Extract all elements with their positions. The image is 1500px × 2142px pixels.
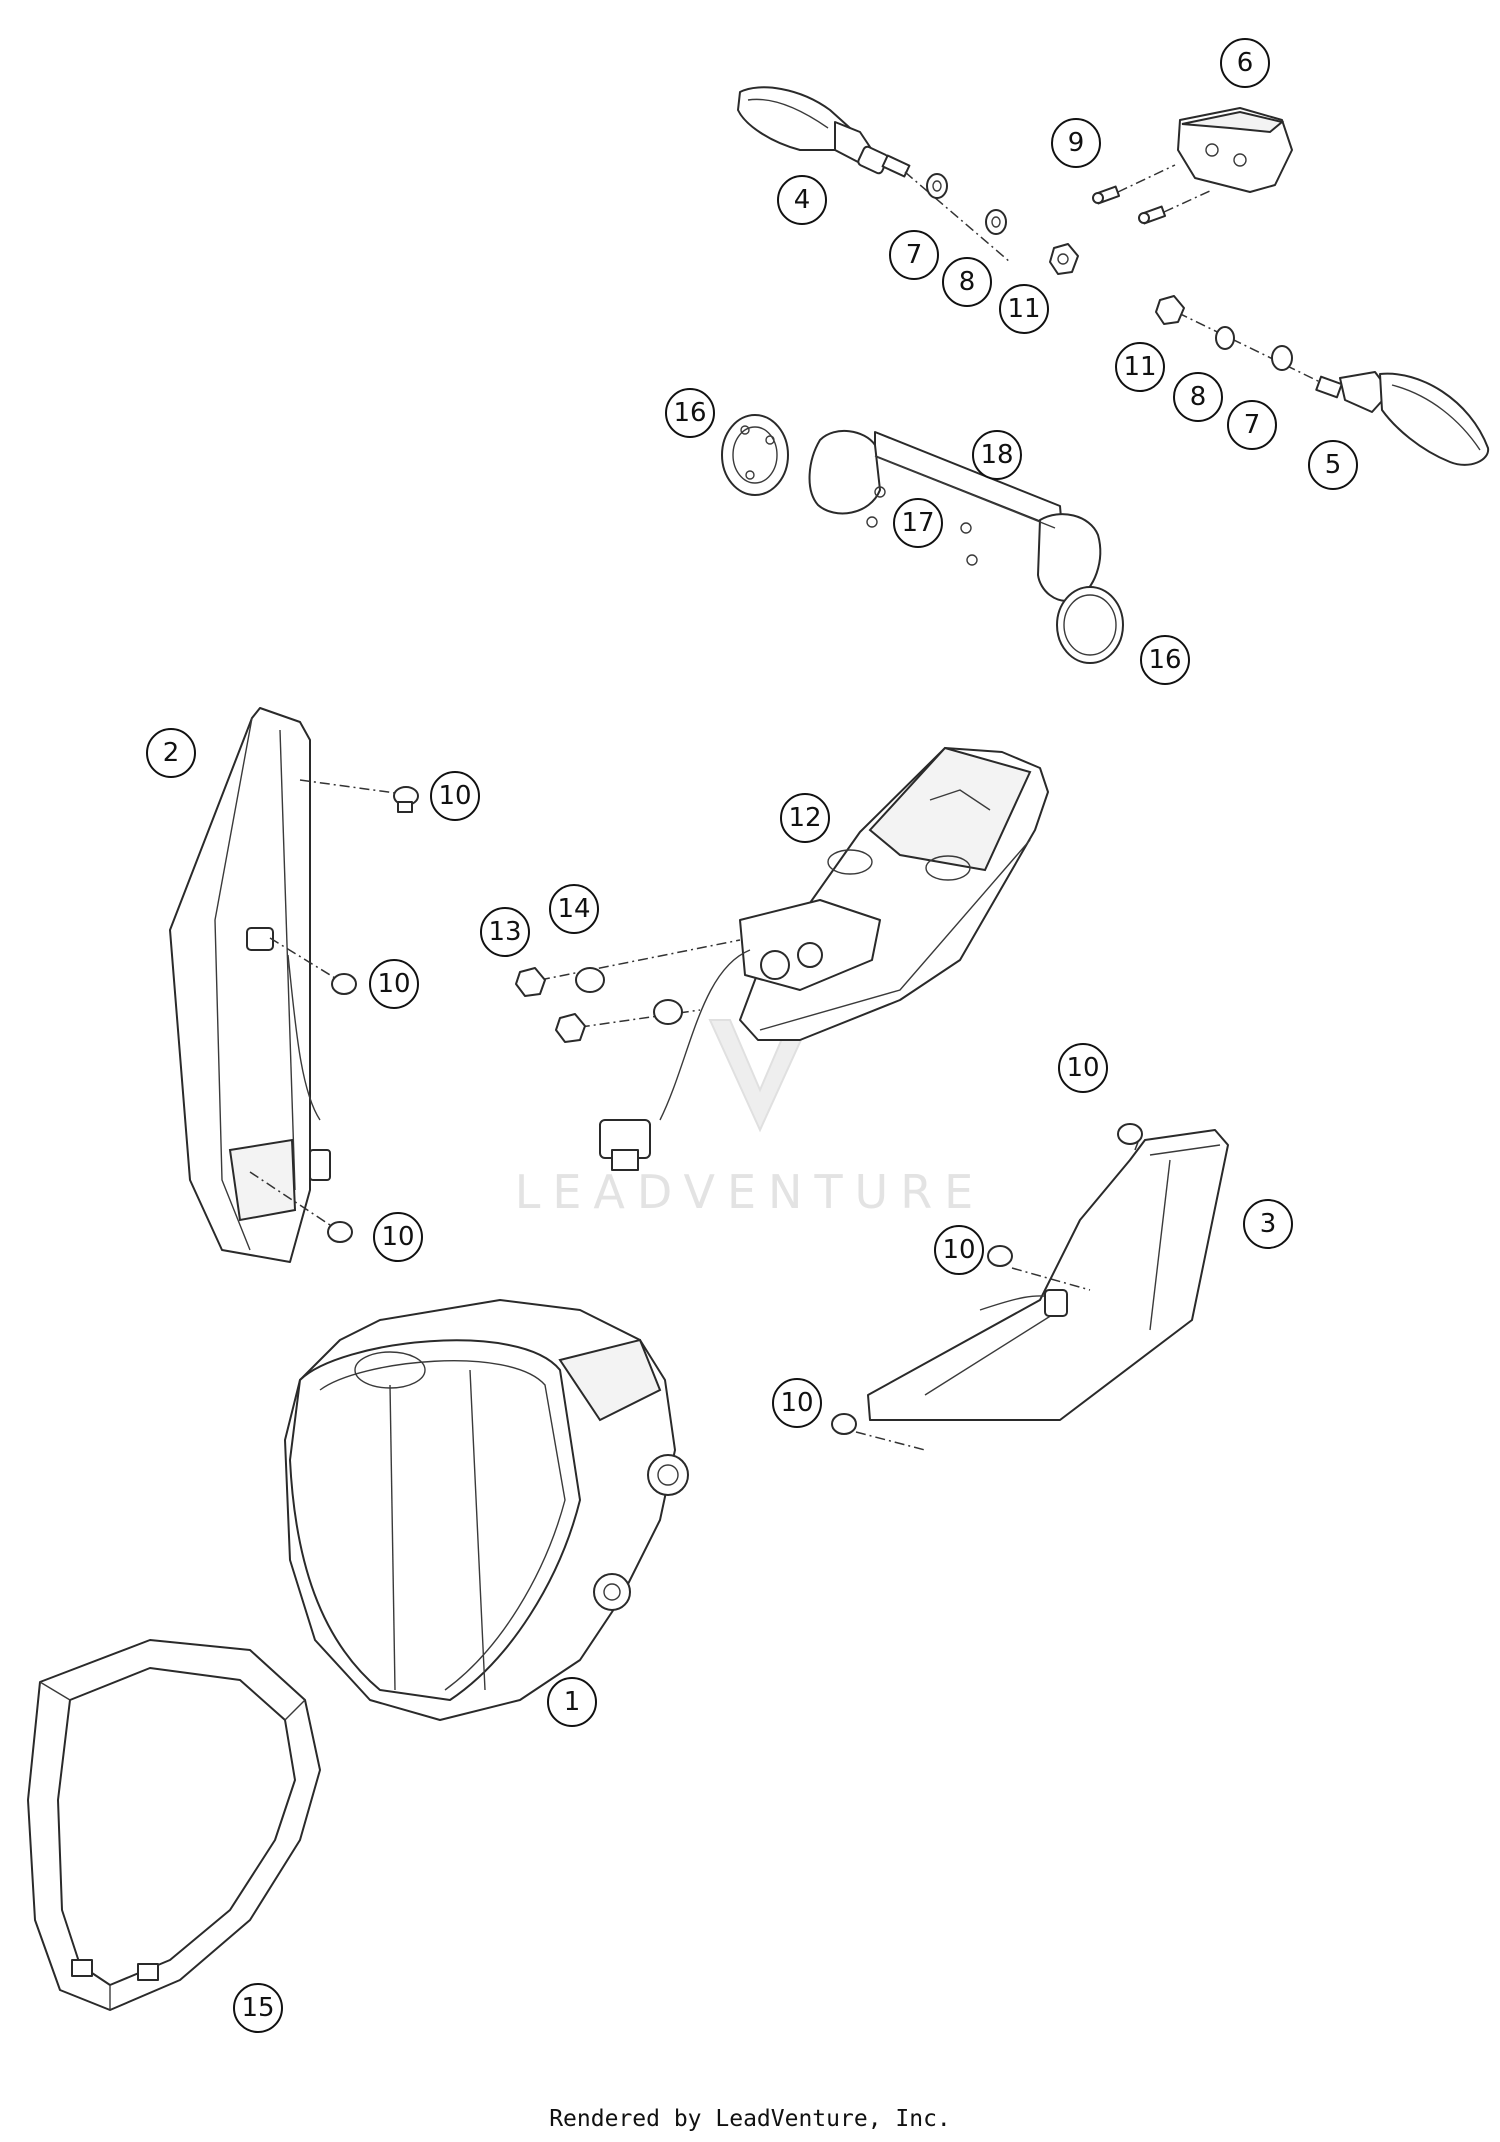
svg-text:11: 11	[1007, 294, 1040, 324]
axis-line-right-signal	[1159, 303, 1321, 383]
callout-11-left[interactable]: 11	[999, 284, 1049, 334]
callout-8-left[interactable]: 8	[942, 257, 992, 307]
callout-15[interactable]: 15	[233, 1983, 283, 2033]
callout-6[interactable]: 6	[1220, 38, 1270, 88]
nut-13-lower	[555, 1013, 586, 1043]
axis-line-screw-10d	[1134, 1141, 1139, 1151]
svg-text:8: 8	[959, 267, 976, 297]
axis-line-screw-10a	[299, 779, 411, 796]
footer-credit: Rendered by LeadVenture, Inc.	[549, 2106, 951, 2132]
washer-7-left	[926, 173, 948, 199]
callout-4[interactable]: 4	[777, 175, 827, 225]
headlight-bracket	[599, 746, 1049, 1171]
turn-signal-bracket	[1177, 107, 1293, 193]
svg-text:10: 10	[377, 969, 410, 999]
callout-3[interactable]: 3	[1243, 1199, 1293, 1249]
nut-11-right	[1155, 295, 1185, 325]
svg-text:14: 14	[557, 894, 590, 924]
screw-10-a	[393, 786, 419, 813]
callout-16-upper[interactable]: 16	[665, 388, 715, 438]
callout-1[interactable]: 1	[547, 1677, 597, 1727]
side-reflector-right	[867, 1129, 1229, 1421]
screw-10-d	[1117, 1123, 1143, 1145]
callout-2[interactable]: 2	[146, 728, 196, 778]
callout-16-lower[interactable]: 16	[1140, 635, 1190, 685]
screw-10-b	[331, 973, 357, 995]
lockwasher-8-left	[985, 209, 1007, 235]
svg-text:12: 12	[788, 803, 821, 833]
screw-10-c	[327, 1221, 353, 1243]
callout-18[interactable]: 18	[972, 430, 1022, 480]
callout-10-d[interactable]: 10	[1058, 1043, 1108, 1093]
callout-10-e[interactable]: 10	[934, 1225, 984, 1275]
svg-text:8: 8	[1190, 382, 1207, 412]
headlight-trim	[27, 1639, 321, 2011]
nut-13-upper	[515, 967, 546, 997]
watermark-text: LEADVENTURE	[515, 1165, 986, 1219]
svg-text:10: 10	[942, 1235, 975, 1265]
callout-10-a[interactable]: 10	[430, 771, 480, 821]
axis-line-screw-9b	[1163, 189, 1213, 213]
rubber-cap-16-lower	[1056, 586, 1124, 664]
svg-text:10: 10	[780, 1388, 813, 1418]
axis-line-screw-10b	[269, 937, 336, 979]
axis-line-screw-10c	[249, 1171, 331, 1226]
callout-7-right[interactable]: 7	[1227, 400, 1277, 450]
axis-line-screw-9a	[1117, 164, 1176, 193]
callout-7-left[interactable]: 7	[889, 230, 939, 280]
turn-signal-left	[737, 86, 911, 178]
callout-9[interactable]: 9	[1051, 118, 1101, 168]
svg-text:11: 11	[1123, 352, 1156, 382]
svg-text:17: 17	[901, 508, 934, 538]
washer-7-right	[1271, 345, 1293, 371]
washer-14-upper	[575, 967, 605, 993]
svg-text:3: 3	[1260, 1209, 1277, 1239]
svg-text:7: 7	[906, 240, 923, 270]
turn-signal-right	[1315, 371, 1490, 466]
mount-plate	[808, 429, 1102, 602]
watermark-logo: LEADVENTURE	[515, 1019, 986, 1219]
washer-14-lower	[653, 999, 683, 1025]
callout-10-c[interactable]: 10	[373, 1212, 423, 1262]
svg-text:4: 4	[794, 185, 811, 215]
svg-text:10: 10	[381, 1222, 414, 1252]
callout-14[interactable]: 14	[549, 884, 599, 934]
callout-11-right[interactable]: 11	[1115, 342, 1165, 392]
callout-12[interactable]: 12	[780, 793, 830, 843]
svg-text:7: 7	[1244, 410, 1261, 440]
nut-11-left	[1049, 243, 1079, 275]
svg-text:5: 5	[1325, 450, 1342, 480]
headlight	[284, 1299, 689, 1721]
screw-10-f	[831, 1413, 857, 1435]
lockwasher-8-right	[1215, 326, 1235, 350]
callout-10-f[interactable]: 10	[772, 1378, 822, 1428]
svg-text:6: 6	[1237, 48, 1254, 78]
callout-17[interactable]: 17	[893, 498, 943, 548]
rubber-cap-16-upper	[721, 414, 789, 496]
screw-9-upper	[1092, 185, 1121, 205]
svg-text:10: 10	[1066, 1053, 1099, 1083]
svg-text:18: 18	[980, 440, 1013, 470]
screw-9-lower	[1138, 205, 1167, 225]
svg-text:2: 2	[163, 738, 180, 768]
callout-8-right[interactable]: 8	[1173, 372, 1223, 422]
callout-13[interactable]: 13	[480, 907, 530, 957]
axis-line-screw-10e	[1011, 1267, 1091, 1291]
svg-text:10: 10	[438, 781, 471, 811]
svg-text:15: 15	[241, 1993, 274, 2023]
svg-text:16: 16	[1148, 645, 1181, 675]
side-reflector-left	[169, 707, 331, 1263]
svg-text:13: 13	[488, 917, 521, 947]
axis-line-nut-13a	[539, 939, 741, 981]
svg-text:16: 16	[673, 398, 706, 428]
svg-text:9: 9	[1068, 128, 1085, 158]
axis-line-screw-10f	[855, 1431, 926, 1451]
axis-line-left-signal	[904, 171, 1011, 263]
callout-10-b[interactable]: 10	[369, 959, 419, 1009]
svg-text:1: 1	[564, 1687, 581, 1717]
screw-10-e	[987, 1245, 1013, 1267]
callout-5[interactable]: 5	[1308, 440, 1358, 490]
